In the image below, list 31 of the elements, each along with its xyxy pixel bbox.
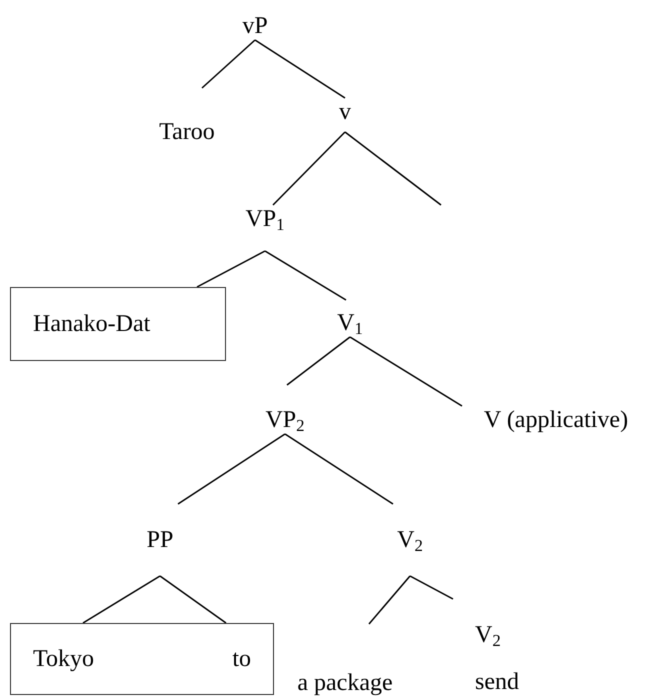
tree-branch xyxy=(160,575,226,624)
boxed-constituent xyxy=(10,287,226,361)
tree-branch xyxy=(350,336,462,407)
node-label: V$_{2}$ xyxy=(475,621,501,649)
node-label: Tokyo xyxy=(33,645,94,673)
node-label: VP$_{1}$ xyxy=(245,205,285,233)
tree-branch xyxy=(284,433,394,505)
node-label: to xyxy=(232,645,251,673)
node-label: VP$_{2}$ xyxy=(265,406,305,434)
tree-branch xyxy=(196,250,266,288)
tree-branch xyxy=(410,575,454,600)
node-label: V (applicative) xyxy=(484,406,628,434)
node-label: send xyxy=(475,668,519,696)
tree-branch xyxy=(202,39,256,89)
boxed-constituent xyxy=(10,623,274,695)
tree-branch xyxy=(272,131,346,206)
tree-branch xyxy=(254,39,346,99)
node-label: PP xyxy=(146,526,174,554)
tree-branch xyxy=(82,575,160,624)
node-label: vP xyxy=(242,12,268,40)
node-label: v xyxy=(339,98,351,126)
tree-branch xyxy=(178,433,286,505)
node-label: Taroo xyxy=(159,118,215,146)
tree-branch xyxy=(344,131,442,206)
node-label: a package xyxy=(297,669,393,697)
node-label: Hanako-Dat xyxy=(33,310,150,338)
node-label: V$_{1}$ xyxy=(337,309,363,337)
tree-branch xyxy=(368,576,411,624)
tree-branch xyxy=(286,336,350,386)
node-label: V$_{2}$ xyxy=(397,526,423,554)
tree-branch xyxy=(264,250,346,301)
